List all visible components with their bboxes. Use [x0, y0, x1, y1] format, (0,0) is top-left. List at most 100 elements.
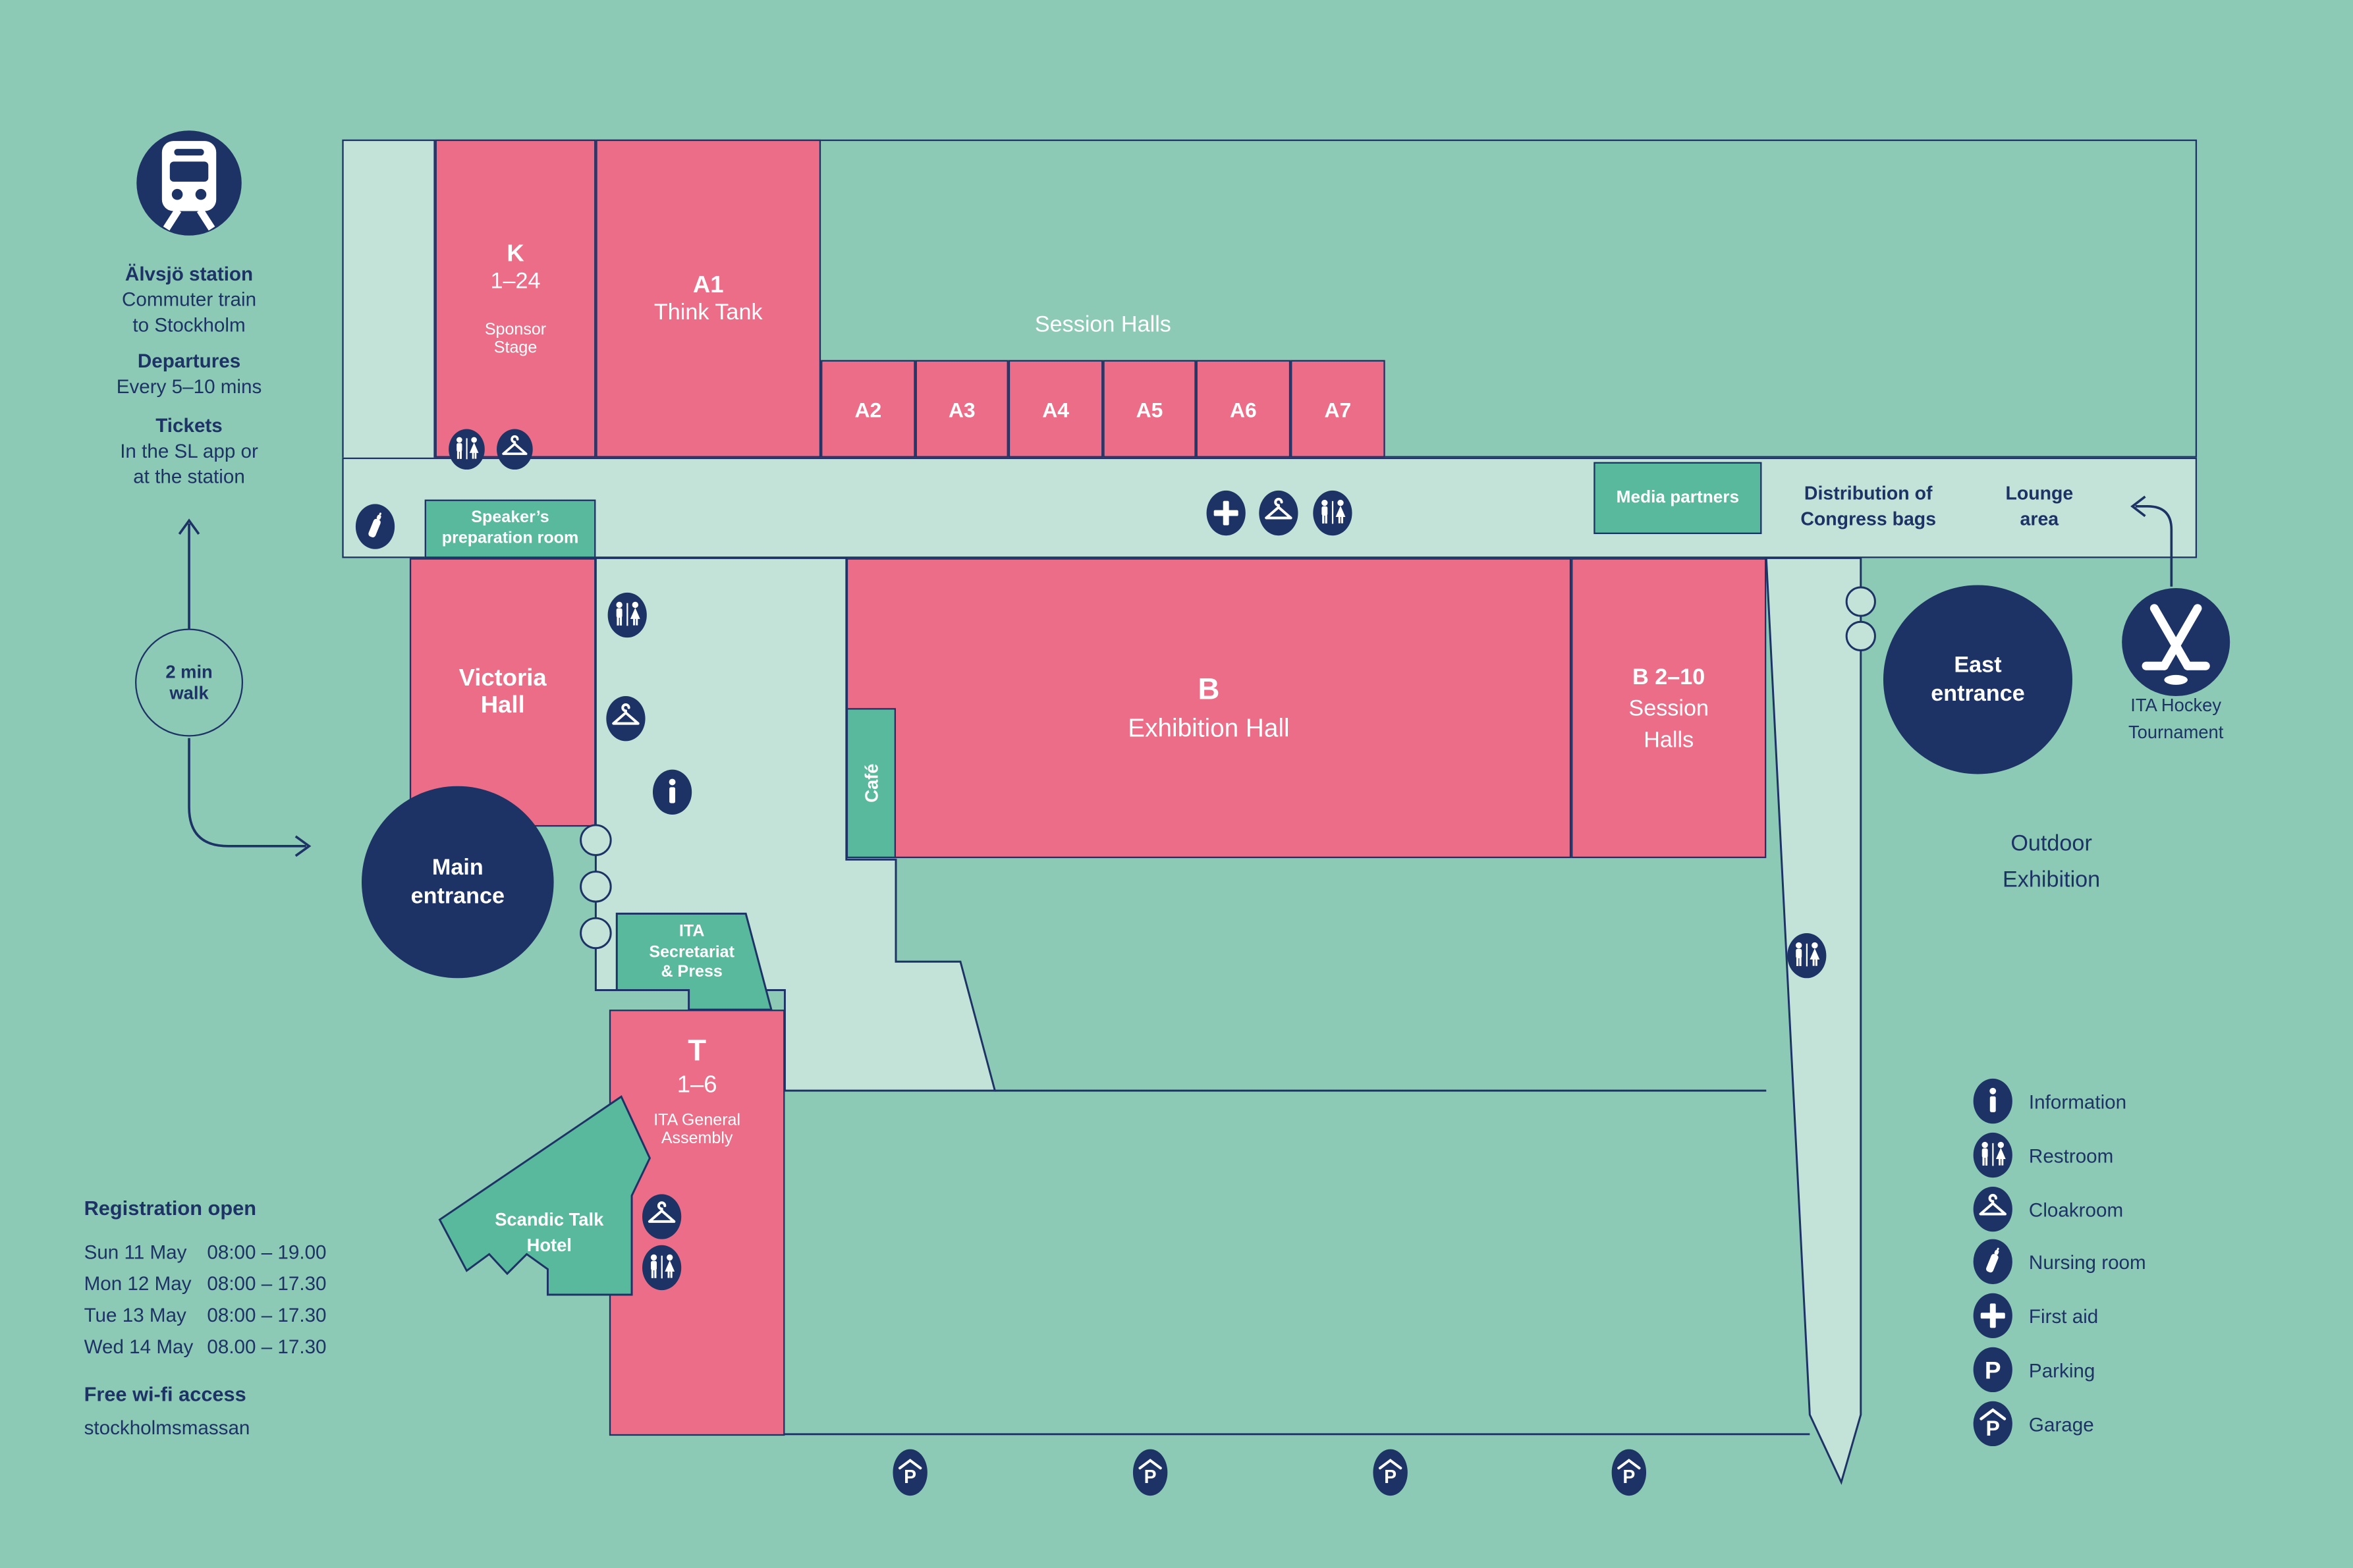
- garage-icon: P: [1611, 1449, 1647, 1496]
- hall-t-sub1: ITA General: [653, 1112, 741, 1130]
- registration-row: Wed 14 May 08.00 – 17.30: [84, 1335, 327, 1357]
- svg-text:P: P: [1384, 1467, 1397, 1488]
- registration-time: 08.00 – 17.30: [207, 1335, 327, 1358]
- legend-first-aid-label: First aid: [2028, 1305, 2099, 1328]
- hall-k-sub2: Stage: [493, 338, 538, 357]
- east-door-2: [1845, 620, 1876, 652]
- registration-title: Registration open: [84, 1197, 257, 1220]
- registration-time: 08:00 – 19.00: [207, 1240, 327, 1264]
- garage-icon: P: [1373, 1449, 1408, 1496]
- cloakroom-icon: [497, 429, 533, 470]
- main-door-3: [580, 917, 612, 950]
- station-desc2: to Stockholm: [132, 313, 246, 337]
- walk-up-arrow: [178, 518, 200, 629]
- tickets-value1: In the SL app or: [120, 439, 258, 462]
- speakers-room-label: Speaker’s preparation room: [442, 508, 578, 549]
- registration-day: Mon 12 May: [84, 1272, 192, 1295]
- departures-label: Departures: [137, 349, 241, 372]
- legend-parking-label: Parking: [2028, 1359, 2095, 1382]
- restroom-icon: [1787, 933, 1827, 979]
- legend-garage-label: Garage: [2028, 1413, 2094, 1436]
- hotel-line2: Hotel: [526, 1234, 572, 1256]
- hall-k-sub1: Sponsor: [484, 320, 547, 338]
- speakers-line2: preparation room: [441, 529, 579, 547]
- registration-time: 08:00 – 17.30: [207, 1303, 327, 1326]
- outdoor-exhibition-label: Outdoor Exhibition: [1951, 826, 2151, 898]
- hockey-tournament-label: ITA Hockey Tournament: [2077, 691, 2275, 745]
- legend-first-aid-icon: [1973, 1293, 2012, 1339]
- ita-secretariat-label: ITA Secretariat & Press: [620, 923, 764, 983]
- victoria-line2: Hall: [480, 692, 525, 718]
- speakers-preparation-room: Speaker’s preparation room: [424, 499, 596, 558]
- speakers-line1: Speaker’s: [471, 508, 549, 527]
- cafe-label: Café: [860, 763, 882, 803]
- east-entrance: East entrance: [1883, 585, 2073, 774]
- registration-day: Tue 13 May: [84, 1303, 186, 1326]
- wifi-network: stockholmsmassan: [84, 1416, 250, 1439]
- hall-a3: A3: [915, 360, 1009, 458]
- outdoor-line1: Outdoor: [2010, 831, 2092, 857]
- nursing-room-icon: [355, 504, 395, 549]
- station-name: Älvsjö station: [125, 262, 254, 285]
- congress-bags-label: Distribution of Congress bags: [1775, 481, 1961, 531]
- hall-k-range: 1–24: [490, 267, 541, 294]
- hall-k-sponsor-stage: K 1–24 Sponsor Stage: [435, 139, 596, 458]
- congress-bags-line2: Congress bags: [1800, 508, 1937, 529]
- walk-time-badge: 2 min walk: [135, 628, 244, 737]
- svg-text:P: P: [1986, 1417, 2000, 1440]
- svg-text:P: P: [904, 1467, 916, 1488]
- hall-t-sub2: Assembly: [661, 1129, 733, 1148]
- restroom-icon: [607, 592, 647, 638]
- east-entrance-line1: East: [1954, 652, 2002, 678]
- secretariat-line2: Secretariat: [649, 942, 734, 961]
- hall-a7-label: A7: [1324, 396, 1352, 421]
- legend-information-label: Information: [2028, 1091, 2127, 1114]
- hotel-line1: Scandic Talk: [495, 1209, 604, 1231]
- hall-t-title: T: [688, 1035, 707, 1068]
- hall-a3-label: A3: [948, 396, 976, 421]
- hall-b-exhibition: B Exhibition Hall: [846, 558, 1572, 859]
- hall-a2-label: A2: [854, 396, 882, 421]
- legend-cloakroom-label: Cloakroom: [2028, 1199, 2124, 1222]
- registration-day: Wed 14 May: [84, 1335, 194, 1358]
- restroom-icon: [1313, 490, 1352, 536]
- restroom-icon: [449, 429, 485, 470]
- congress-bags-line1: Distribution of: [1804, 483, 1933, 504]
- walk-to-main-arrow: [188, 738, 312, 857]
- hockey-line1: ITA Hockey: [2130, 694, 2222, 716]
- hall-a1-title: A1: [692, 272, 724, 298]
- cloakroom-icon: [1259, 490, 1298, 536]
- hall-a1-think-tank: A1 Think Tank: [595, 139, 821, 458]
- hall-k-title: K: [507, 240, 524, 267]
- lounge-line1: Lounge: [2005, 483, 2074, 504]
- session-halls-label: Session Halls: [1034, 311, 1171, 338]
- secretariat-line3: & Press: [661, 963, 723, 981]
- svg-text:P: P: [1622, 1467, 1635, 1488]
- lounge-line2: area: [2020, 508, 2059, 529]
- legend-parking-icon: P: [1973, 1347, 2012, 1393]
- registration-time: 08:00 – 17.30: [207, 1272, 327, 1295]
- hall-a1-sub: Think Tank: [653, 299, 763, 325]
- media-partners-room: Media partners: [1593, 462, 1762, 534]
- main-entrance-line2: entrance: [410, 883, 505, 909]
- garage-icon: P: [1132, 1449, 1168, 1496]
- garage-icon: P: [893, 1449, 927, 1496]
- wifi-title: Free wi-fi access: [84, 1383, 246, 1406]
- outdoor-line2: Exhibition: [2002, 867, 2101, 893]
- hall-b210-sub2: Halls: [1644, 726, 1694, 753]
- hall-a4-label: A4: [1042, 396, 1070, 421]
- cafe-room: Café: [846, 708, 897, 859]
- registration-row: Tue 13 May 08:00 – 17.30: [84, 1304, 327, 1326]
- main-entrance-line1: Main: [431, 855, 484, 881]
- legend-restroom-label: Restroom: [2028, 1145, 2114, 1168]
- hall-a4: A4: [1008, 360, 1103, 458]
- legend-garage-icon: P: [1973, 1401, 2012, 1447]
- tickets-label: Tickets: [155, 414, 223, 437]
- east-corridor: [1765, 556, 1862, 1485]
- cloakroom-icon: [606, 696, 646, 742]
- first-aid-icon: [1206, 490, 1246, 536]
- secretariat-line1: ITA: [678, 923, 705, 941]
